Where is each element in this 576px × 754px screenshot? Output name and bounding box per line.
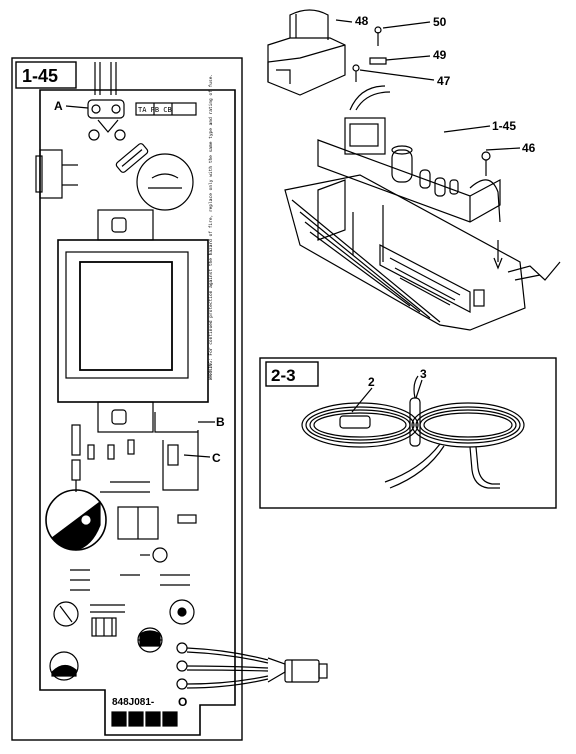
capacitor-large bbox=[136, 153, 194, 211]
callout-3: 3 bbox=[420, 367, 427, 381]
transistor-lower bbox=[137, 627, 163, 653]
resistors-left bbox=[71, 424, 150, 493]
tag-block bbox=[135, 102, 197, 116]
callout-b-label: B bbox=[216, 415, 225, 429]
fuse bbox=[115, 143, 149, 173]
capacitor-bottom-left bbox=[49, 651, 79, 681]
transformer bbox=[57, 209, 209, 433]
tag-text: TA PB CB bbox=[138, 106, 172, 114]
power-switch bbox=[35, 149, 78, 199]
inset-title: 2-3 bbox=[271, 366, 296, 385]
inset-frame bbox=[259, 357, 557, 509]
callout-46: 46 bbox=[522, 141, 536, 155]
output-wires bbox=[176, 642, 328, 690]
callout-48: 48 bbox=[355, 14, 369, 28]
callout-47: 47 bbox=[437, 74, 451, 88]
coiled-cord bbox=[301, 375, 525, 489]
panel-title-box bbox=[15, 61, 77, 89]
callout-2: 2 bbox=[368, 375, 375, 389]
callout-1-45: 1-45 bbox=[492, 119, 516, 133]
warning-text: WARNING: For continued protection agains… bbox=[208, 74, 214, 380]
pcb-board bbox=[39, 89, 236, 736]
callout-a-label: A bbox=[54, 99, 63, 113]
panel-frame bbox=[11, 57, 243, 741]
transistor-mid bbox=[140, 547, 168, 563]
callout-49: 49 bbox=[433, 48, 447, 62]
ic-package bbox=[117, 506, 197, 540]
exploded-pcb bbox=[317, 85, 521, 223]
power-cord-top bbox=[94, 62, 117, 95]
callout-b-line bbox=[154, 412, 215, 433]
round-component-left bbox=[53, 601, 79, 627]
inset-title-box bbox=[265, 361, 319, 387]
housing-base bbox=[284, 174, 561, 331]
relay-block bbox=[91, 617, 117, 637]
barcode-squares bbox=[111, 711, 178, 727]
round-component-right bbox=[169, 599, 195, 625]
small-components bbox=[70, 569, 190, 613]
board-code: 848J081- bbox=[112, 697, 154, 708]
mount-bracket-48 bbox=[267, 9, 353, 96]
callout-c-label: C bbox=[212, 451, 221, 465]
connector-a bbox=[65, 99, 126, 141]
electrolytic-capacitor bbox=[45, 489, 107, 551]
callout-c-line bbox=[162, 430, 211, 491]
callout-50: 50 bbox=[433, 15, 447, 29]
panel-title: 1-45 bbox=[22, 66, 58, 86]
board-code-suffix: O bbox=[178, 695, 187, 709]
screws-47-49-50 bbox=[352, 21, 435, 82]
